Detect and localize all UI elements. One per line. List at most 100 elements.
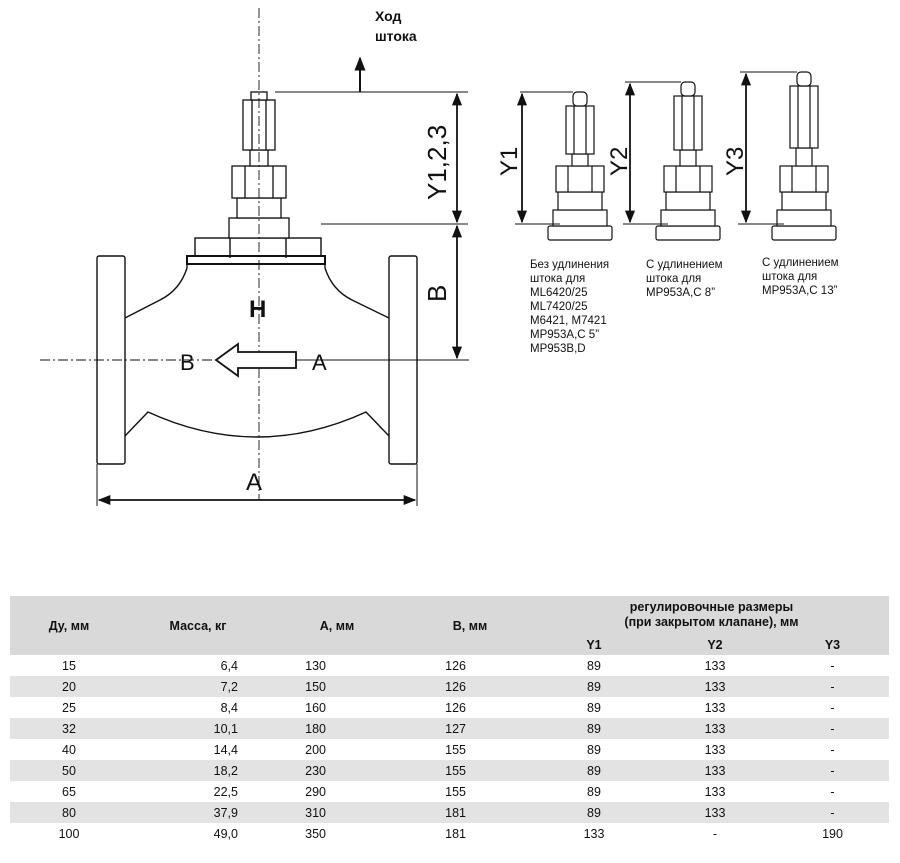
header-adjust-line: регулировочные размеры	[629, 600, 794, 614]
cell-a: 200	[268, 739, 406, 760]
dimensions-table: Ду, мм Масса, кг А, мм В, мм регулировоч…	[10, 596, 889, 844]
cell-y1: 89	[534, 739, 654, 760]
cell-y3: -	[776, 676, 889, 697]
header-adjust-line: (при закрытом клапане), мм	[624, 615, 799, 629]
note-line: С удлинением	[646, 259, 723, 271]
cell-a: 180	[268, 718, 406, 739]
header-y1: Y1	[534, 634, 654, 655]
header-a: А, мм	[268, 596, 406, 655]
cell-mass: 22,5	[128, 781, 268, 802]
cell-y1: 133	[534, 823, 654, 844]
note-line: штока для	[646, 273, 702, 285]
cell-y3: -	[776, 760, 889, 781]
header-y3: Y3	[776, 634, 889, 655]
note-variant-1: Без удлинения штока для ML6420/25 ML7420…	[530, 258, 609, 356]
cell-y2: 133	[654, 802, 776, 823]
cell-y3: -	[776, 655, 889, 676]
cell-y2: -	[654, 823, 776, 844]
centre-lines	[40, 8, 470, 500]
cell-y2: 133	[654, 739, 776, 760]
note-line: штока для	[762, 271, 818, 283]
cell-mass: 8,4	[128, 697, 268, 718]
cell-a: 230	[268, 760, 406, 781]
dim-label-y1: Y1	[496, 147, 523, 176]
stem-variant-1: Y1	[496, 91, 613, 241]
cell-dn: 80	[10, 802, 128, 823]
note-line: ML6420/25	[530, 287, 588, 299]
stroke-title-line: Ход	[375, 8, 402, 24]
valve-drawing: Y1,2,3 B A H A B Y1	[40, 8, 837, 506]
cell-a: 130	[268, 655, 406, 676]
note-line: MP953A,C 8”	[646, 287, 716, 299]
cell-dn: 50	[10, 760, 128, 781]
note-line: штока для	[530, 273, 586, 285]
cell-b: 126	[406, 697, 534, 718]
cell-y2: 133	[654, 718, 776, 739]
stroke-title: Ход штока	[375, 6, 417, 46]
cell-b: 181	[406, 823, 534, 844]
stroke-title-line: штока	[375, 28, 417, 44]
cell-b: 181	[406, 802, 534, 823]
note-line: ML7420/25	[530, 301, 588, 313]
cell-y1: 89	[534, 697, 654, 718]
cell-y2: 133	[654, 760, 776, 781]
cell-b: 126	[406, 655, 534, 676]
cell-y3: 190	[776, 823, 889, 844]
cell-mass: 10,1	[128, 718, 268, 739]
cell-b: 127	[406, 718, 534, 739]
flow-label-in: A	[312, 350, 327, 375]
cell-mass: 7,2	[128, 676, 268, 697]
cell-a: 290	[268, 781, 406, 802]
cell-y1: 89	[534, 655, 654, 676]
dim-label-b: B	[422, 285, 452, 302]
stem-variant-2: Y2	[606, 81, 721, 241]
header-mass: Масса, кг	[128, 596, 268, 655]
note-line: MP953A,C 13”	[762, 285, 838, 297]
cell-b: 155	[406, 739, 534, 760]
cell-y3: -	[776, 802, 889, 823]
cell-y3: -	[776, 739, 889, 760]
cell-mass: 49,0	[128, 823, 268, 844]
dim-label-y3: Y3	[722, 147, 749, 176]
header-y2: Y2	[654, 634, 776, 655]
cell-dn: 32	[10, 718, 128, 739]
dimension-lines	[96, 91, 468, 506]
cell-y1: 89	[534, 781, 654, 802]
cell-y2: 133	[654, 697, 776, 718]
cell-dn: 40	[10, 739, 128, 760]
stem-variant-3: Y3	[722, 71, 837, 241]
note-line: MP953B,D	[530, 343, 586, 355]
valve-body	[96, 237, 418, 465]
cell-dn: 25	[10, 697, 128, 718]
cell-b: 155	[406, 781, 534, 802]
cell-y3: -	[776, 781, 889, 802]
note-line: Без удлинения	[530, 259, 610, 271]
note-variant-2: С удлинением штока для MP953A,C 8”	[646, 258, 723, 300]
note-line: С удлинением	[762, 257, 839, 269]
cell-y2: 133	[654, 655, 776, 676]
dim-label-y2: Y2	[606, 147, 633, 176]
header-adjust: регулировочные размеры (при закрытом кла…	[534, 596, 889, 634]
cell-a: 160	[268, 697, 406, 718]
cell-y3: -	[776, 718, 889, 739]
mark-h: H	[249, 296, 266, 323]
cell-y1: 89	[534, 802, 654, 823]
cell-dn: 20	[10, 676, 128, 697]
cell-a: 310	[268, 802, 406, 823]
cell-mass: 14,4	[128, 739, 268, 760]
cell-y2: 133	[654, 781, 776, 802]
cell-y1: 89	[534, 760, 654, 781]
dim-label-a: A	[246, 469, 262, 496]
cell-dn: 65	[10, 781, 128, 802]
cell-b: 155	[406, 760, 534, 781]
note-line: MP953A,C 5”	[530, 329, 600, 341]
cell-mass: 6,4	[128, 655, 268, 676]
flow-label-out: B	[180, 350, 195, 375]
cell-y2: 133	[654, 676, 776, 697]
